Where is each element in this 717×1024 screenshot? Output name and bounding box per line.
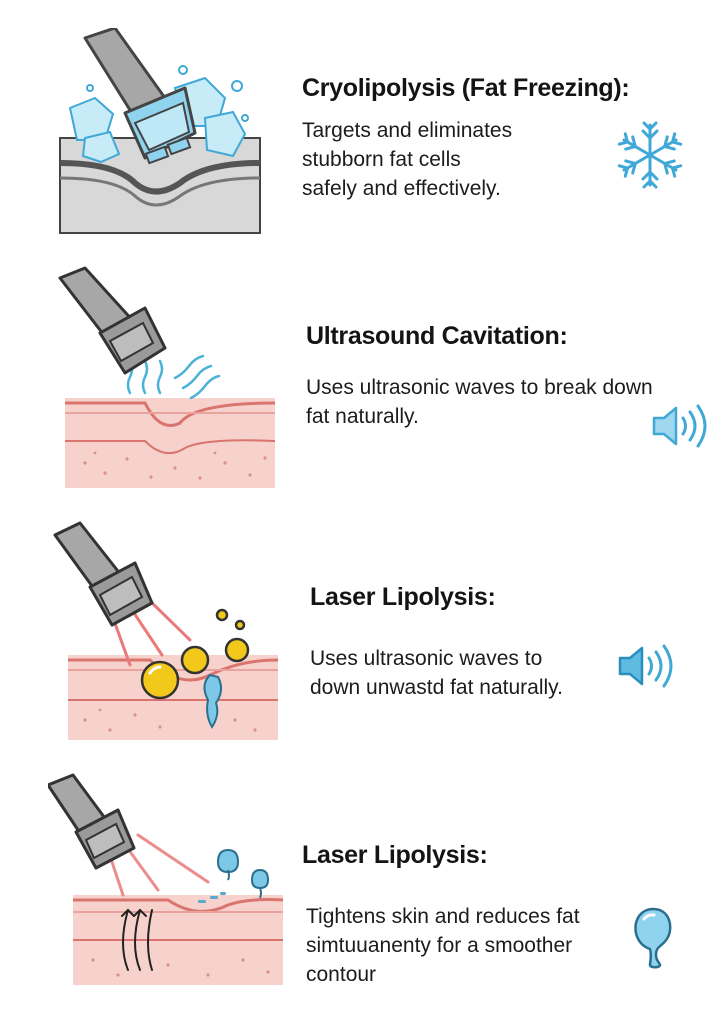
description-line: stubborn fat cells	[302, 148, 461, 171]
section-cryolipolysis: Cryolipolysis (Fat Freezing): Targets an…	[0, 0, 717, 250]
ultrasound-illustration	[58, 266, 276, 488]
section-title: Cryolipolysis (Fat Freezing):	[302, 74, 630, 102]
description-line: contour	[306, 963, 377, 986]
description-line: simtuuanenty for a smoother	[306, 934, 573, 957]
description-line: safely and effectively.	[302, 177, 501, 200]
laser-fat-illustration	[53, 521, 279, 740]
description-line: fat naturally.	[306, 405, 419, 428]
skin-tightening-illustration	[48, 773, 284, 985]
section-description: Uses ultrasonic waves to down unwastd fa…	[310, 644, 563, 702]
description-line: Uses ultrasonic waves to	[310, 647, 543, 670]
speaker-waves-icon	[618, 644, 673, 688]
section-title: Ultrasound Cavitation:	[306, 322, 568, 350]
water-drop-icon	[634, 907, 672, 969]
section-description: Targets and eliminates stubborn fat cell…	[302, 116, 512, 203]
snowflake-icon	[617, 121, 683, 189]
section-description: Tightens skin and reduces fat simtuuanen…	[306, 902, 580, 989]
section-description: Uses ultrasonic waves to break down fat …	[306, 373, 653, 431]
description-line: Tightens skin and reduces fat	[306, 905, 580, 928]
section-title: Laser Lipolysis:	[310, 583, 496, 611]
speaker-waves-icon	[652, 404, 707, 448]
section-title: Laser Lipolysis:	[302, 841, 488, 869]
description-line: Uses ultrasonic waves to break down	[306, 376, 653, 399]
cryolipolysis-illustration	[59, 28, 261, 234]
description-line: down unwastd fat naturally.	[310, 676, 563, 699]
section-laser-lipolysis-skin: Laser Lipolysis: Tightens skin and reduc…	[0, 765, 717, 1024]
section-laser-lipolysis: Laser Lipolysis: Uses ultrasonic waves t…	[0, 510, 717, 760]
section-ultrasound-cavitation: Ultrasound Cavitation: Uses ultrasonic w…	[0, 255, 717, 505]
description-line: Targets and eliminates	[302, 119, 513, 142]
